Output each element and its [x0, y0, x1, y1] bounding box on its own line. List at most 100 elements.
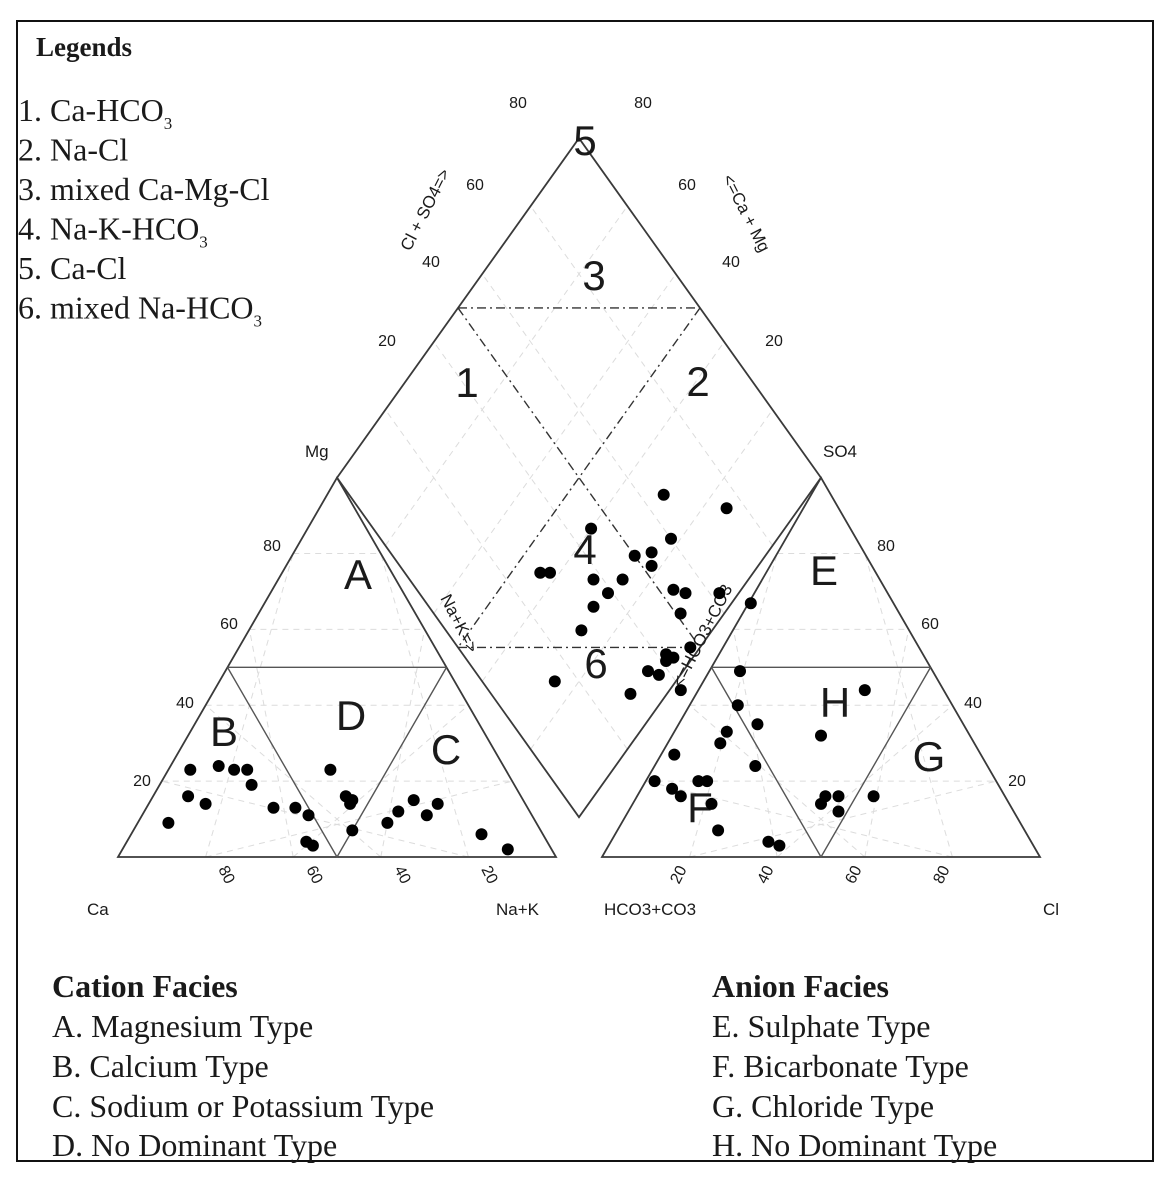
anion-tick-label: 80 [930, 863, 953, 887]
cation-sample-point [324, 763, 337, 776]
shape-layer [116, 136, 1042, 858]
diamond-zone-label: 5 [573, 117, 596, 164]
anion-sample-point [751, 718, 764, 731]
anion-sample-point [858, 684, 871, 697]
diamond-sample-point [720, 502, 733, 515]
diamond-lower-right-axis-label: <=HCO3+CO3 [669, 581, 737, 689]
diamond-sample-point [585, 522, 598, 535]
cation-sample-point [289, 801, 302, 814]
cation-tick-label: 20 [133, 773, 151, 790]
legend-item: 1. Ca-HCO3 [18, 92, 172, 133]
anion-sample-point [712, 824, 725, 837]
diamond-grid-line [433, 273, 677, 614]
cation-sample-point [431, 797, 444, 810]
diamond-grid-line [530, 205, 774, 546]
cation-zone-label: A [344, 551, 372, 598]
anion-sample-point [832, 805, 845, 818]
diamond-grid-line [433, 341, 677, 682]
diamond-sample-point [602, 587, 614, 600]
anion-sample-point [642, 665, 654, 678]
cation-sample-point [182, 790, 195, 803]
anion-zone-label: H [820, 679, 850, 726]
cation-facies-line [226, 666, 338, 858]
anion-tick-label: 60 [921, 616, 939, 633]
diamond-sample-point [645, 559, 658, 572]
anion-facies-item: G. Chloride Type [712, 1088, 934, 1124]
figure-frame [16, 20, 1154, 1162]
diamond-sample-point [679, 587, 692, 600]
anion-sample-point [867, 790, 880, 803]
diamond-grid-line [530, 409, 774, 750]
anion-facies-item: E. Sulphate Type [712, 1008, 930, 1044]
anion-tick-label: 20 [1008, 773, 1026, 790]
anion-sample-point [714, 737, 727, 750]
anion-zone-label: G [913, 733, 946, 780]
diamond-grid-line [481, 341, 725, 682]
diamond-sample-point [587, 600, 600, 613]
cation-sample-point [407, 794, 420, 807]
anion-sample-point [692, 775, 705, 788]
cation-zone-label: B [210, 708, 238, 755]
anion-sample-point [624, 687, 637, 700]
anion-apex-label: SO4 [823, 442, 857, 461]
legend-item: 5. Ca-Cl [18, 250, 127, 286]
cation-sample-point [245, 778, 258, 791]
diamond-sample-point [674, 607, 687, 620]
anion-right-label: Cl [1043, 900, 1059, 919]
cation-sample-point [241, 763, 254, 776]
anion-sample-point [674, 684, 687, 697]
diamond-left-axis-label: Cl + SO4=> [397, 166, 455, 254]
diamond-sample-point [657, 488, 670, 501]
anion-tick-label: 40 [964, 695, 982, 712]
diamond-right-axis-label: <=Ca + Mg [718, 171, 773, 255]
anion-facies-item: F. Bicarbonate Type [712, 1048, 969, 1084]
legend-item: 4. Na-K-HCO3 [18, 211, 208, 252]
anion-left-label: HCO3+CO3 [604, 900, 696, 919]
cation-sample-point [420, 809, 433, 822]
cation-tick-label: 60 [302, 863, 325, 887]
diamond-sample-point [684, 641, 697, 654]
diamond-sample-point [667, 583, 680, 596]
diamond-sample-point [548, 675, 561, 688]
anion-sample-point [749, 760, 762, 772]
diamond-zone-label: 2 [686, 358, 709, 405]
anion-zone-label: E [810, 547, 838, 594]
anion-sample-point [731, 699, 744, 712]
anion-sample-point [819, 790, 832, 803]
diamond-zone-label: 6 [584, 640, 607, 687]
cation-apex-label: Mg [305, 442, 329, 461]
diamond-grid-line [384, 205, 628, 546]
anion-sample-point [773, 839, 786, 852]
cation-right-label: Na+K [496, 900, 540, 919]
diamond-tick-label: 60 [678, 177, 696, 194]
cation-facies-title: Cation Facies [52, 968, 238, 1004]
cation-sample-point [475, 828, 488, 841]
diamond-tick-label: 20 [765, 333, 783, 350]
cation-sample-point [346, 794, 359, 807]
cation-facies-item: C. Sodium or Potassium Type [52, 1088, 434, 1124]
anion-sample-point [832, 790, 845, 803]
diamond-sample-point [534, 566, 547, 579]
cation-sample-point [228, 763, 241, 776]
cation-facies-item: B. Calcium Type [52, 1048, 269, 1084]
diamond-tick-label: 80 [509, 95, 527, 112]
anion-tick-label: 80 [877, 538, 895, 555]
cation-tick-label: 40 [390, 863, 413, 887]
diamond-grid-line [481, 273, 725, 614]
diamond-sample-point [587, 573, 600, 586]
anion-tick-label: 40 [754, 863, 777, 887]
cation-zone-label: C [431, 726, 461, 773]
anion-sample-point [668, 748, 681, 761]
diamond-sample-point [713, 587, 726, 600]
anion-facies-title: Anion Facies [712, 968, 889, 1004]
cation-tick-label: 40 [176, 695, 194, 712]
diamond-sample-point [575, 624, 588, 637]
anion-tick-label: 20 [667, 863, 690, 887]
cation-left-label: Ca [87, 900, 109, 919]
anion-sample-point [674, 790, 687, 803]
anion-sample-point [648, 775, 661, 788]
cation-tick-label: 20 [477, 863, 500, 887]
